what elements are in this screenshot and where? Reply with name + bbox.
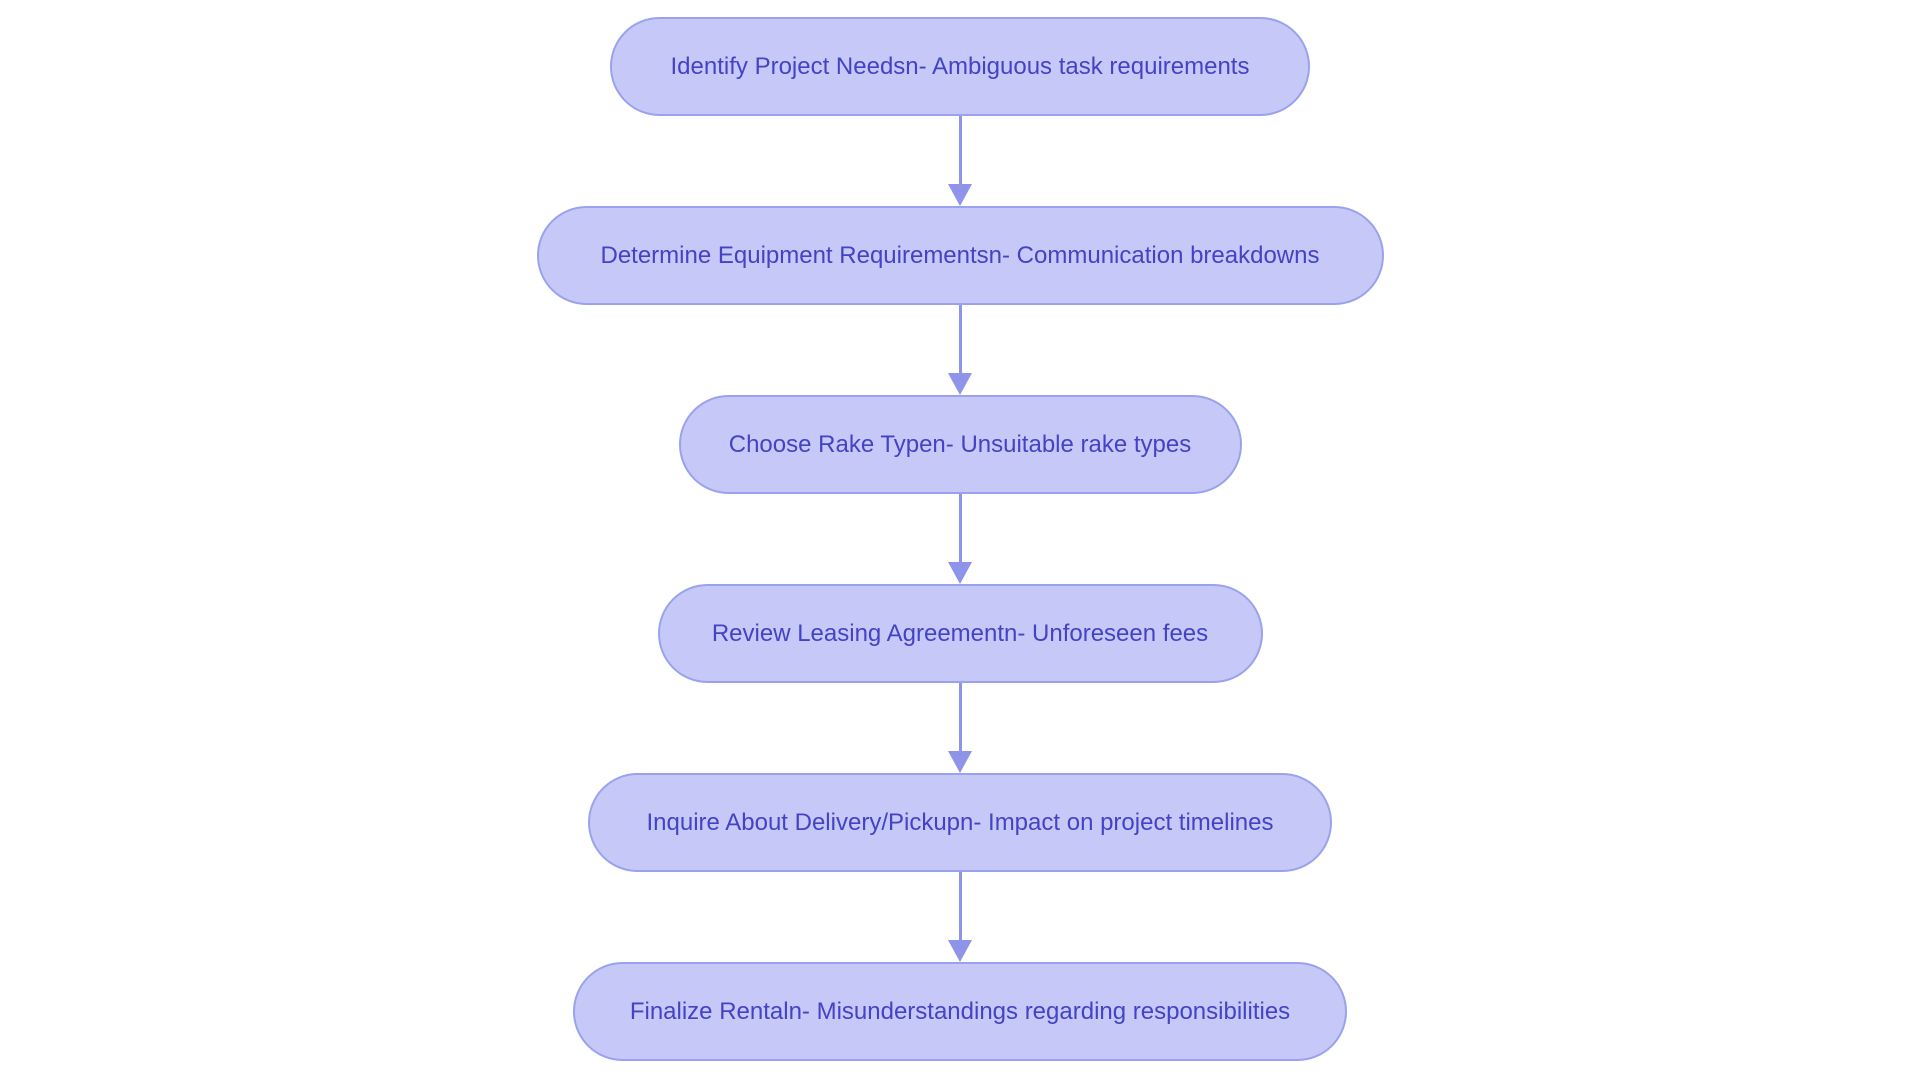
- flow-node-label: Inquire About Delivery/Pickupn- Impact o…: [646, 808, 1274, 836]
- flow-node-choose-rake-type: Choose Rake Typen- Unsuitable rake types: [678, 395, 1242, 494]
- arrow-down-icon: [948, 751, 972, 773]
- flow-node-label: Finalize Rentaln- Misunderstandings rega…: [629, 997, 1291, 1025]
- flow-node-inquire-delivery-pickup: Inquire About Delivery/Pickupn- Impact o…: [588, 773, 1332, 872]
- flow-node-finalize-rental: Finalize Rentaln- Misunderstandings rega…: [573, 962, 1347, 1061]
- flow-node-label: Determine Equipment Requirementsn- Commu…: [600, 241, 1320, 269]
- flow-connector: [948, 116, 972, 206]
- flow-node-label: Choose Rake Typen- Unsuitable rake types: [728, 430, 1192, 458]
- arrow-down-icon: [948, 940, 972, 962]
- arrow-down-icon: [948, 562, 972, 584]
- arrow-line: [958, 683, 962, 751]
- flow-node-label: Review Leasing Agreementn- Unforeseen fe…: [711, 619, 1209, 647]
- flow-node-determine-equipment-requirements: Determine Equipment Requirementsn- Commu…: [536, 206, 1384, 305]
- arrow-line: [958, 116, 962, 184]
- arrow-line: [958, 494, 962, 562]
- arrow-line: [958, 872, 962, 940]
- flow-connector: [948, 305, 972, 395]
- flow-node-review-leasing-agreement: Review Leasing Agreementn- Unforeseen fe…: [657, 584, 1263, 683]
- flow-connector: [948, 872, 972, 962]
- arrow-line: [958, 305, 962, 373]
- arrow-down-icon: [948, 184, 972, 206]
- arrow-down-icon: [948, 373, 972, 395]
- flow-node-label: Identify Project Needsn- Ambiguous task …: [670, 52, 1250, 80]
- flow-connector: [948, 683, 972, 773]
- flow-connector: [948, 494, 972, 584]
- flow-node-identify-project-needs: Identify Project Needsn- Ambiguous task …: [610, 17, 1310, 116]
